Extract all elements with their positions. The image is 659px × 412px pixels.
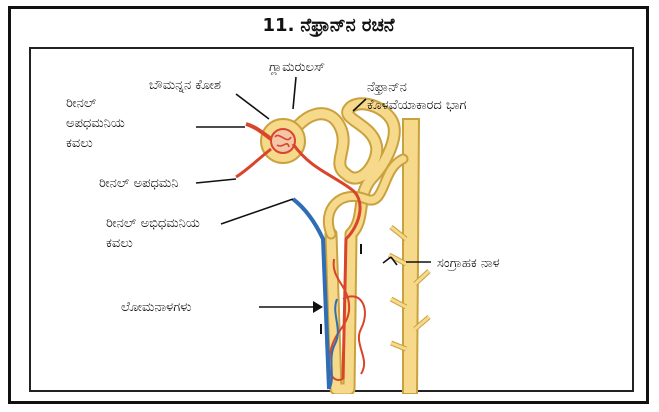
label-renal-artery: ರೀನಲ್ ಅಪಧಮನಿ — [99, 176, 179, 191]
diagram-panel: ಗ್ಲಾಮರುಲಸ್ ಬೌಮನ್ನನ ಕೋಶ ನೆಫ್ರಾನ್‌ನ ಕೊಳವೆಯ… — [29, 47, 634, 392]
label-renal-artery-branch-line1: ರೀನಲ್ — [66, 96, 97, 111]
label-nephron-tubule-line2: ಕೊಳವೆಯಾಕಾರದ ಭಾಗ — [367, 98, 466, 113]
label-renal-vein-branch-line2: ಕವಲು — [106, 236, 133, 251]
diagram-frame: 11.ನೆಫ್ರಾನ್‌ನ ರಚನೆ — [8, 6, 649, 404]
diagram-labels: ಗ್ಲಾಮರುಲಸ್ ಬೌಮನ್ನನ ಕೋಶ ನೆಫ್ರಾನ್‌ನ ಕೊಳವೆಯ… — [66, 60, 500, 315]
label-renal-artery-branch-line3: ಕವಲು — [66, 136, 93, 151]
nephron-illustration: ಗ್ಲಾಮರುಲಸ್ ಬೌಮನ್ನನ ಕೋಶ ನೆಫ್ರಾನ್‌ನ ಕೊಳವೆಯ… — [31, 49, 636, 394]
label-bowmans-capsule: ಬೌಮನ್ನನ ಕೋಶ — [149, 78, 221, 93]
diagram-title: 11.ನೆಫ್ರಾನ್‌ನ ರಚನೆ — [11, 15, 646, 36]
label-nephron-tubule-line1: ನೆಫ್ರಾನ್‌ನ — [367, 80, 407, 96]
label-renal-vein-branch-line1: ರೀನಲ್ ಅಭಿಧಮನಿಯ — [106, 216, 200, 231]
label-renal-artery-branch-line2: ಅಪಧಮನಿಯ — [66, 116, 125, 131]
label-capillaries: ಲೋಮನಾಳಗಳು — [121, 300, 191, 315]
bowmans-capsule-shape — [261, 119, 305, 163]
title-text: ನೆಫ್ರಾನ್‌ನ ರಚನೆ — [300, 15, 394, 36]
title-number: 11. — [263, 15, 295, 36]
label-collecting-duct: ಸಂಗ್ರಾಹಕ ನಾಳ — [437, 256, 500, 272]
label-glomerulus: ಗ್ಲಾಮರುಲಸ್ — [269, 60, 325, 76]
